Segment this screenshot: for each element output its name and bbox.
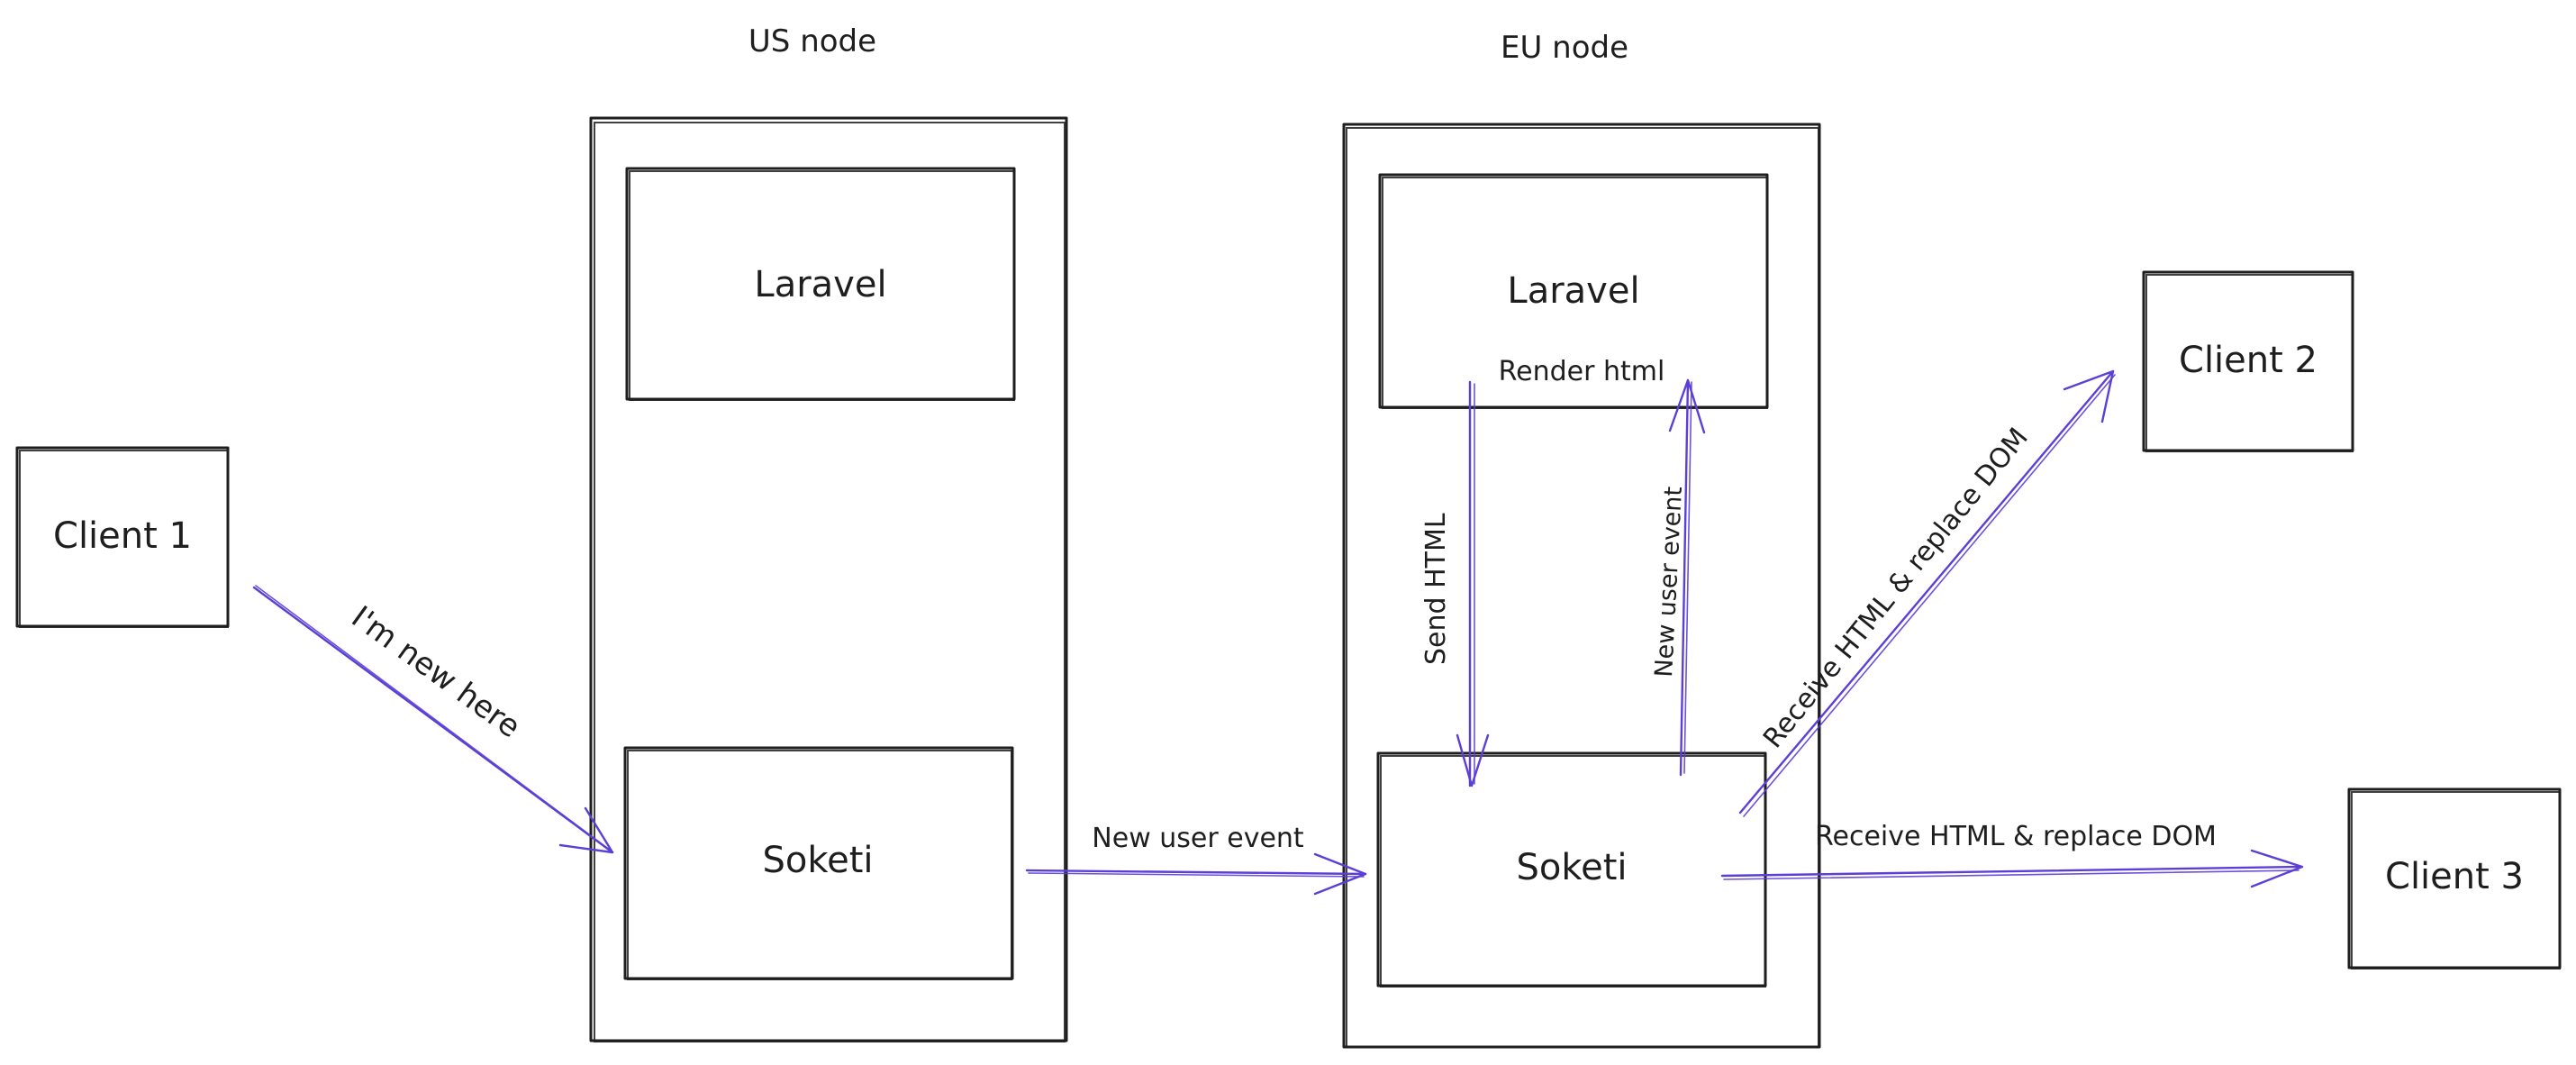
us-soketi-label: Soketi xyxy=(762,840,873,881)
edge-label-send-html: Send HTML xyxy=(1420,513,1452,665)
us-node-title: US node xyxy=(748,23,876,59)
edge-label-render-html: Render html xyxy=(1499,356,1665,387)
arrow-eu-new-user-event: New user event xyxy=(1650,378,1706,777)
eu-node-title: EU node xyxy=(1501,30,1628,66)
eu-laravel-box: Laravel xyxy=(1378,173,1769,409)
eu-soketi-box: Soketi xyxy=(1376,751,1767,988)
client-2-label: Client 2 xyxy=(2179,340,2317,381)
arrow-to-client3: Receive HTML & replace DOM xyxy=(1720,821,2304,888)
eu-laravel-label: Laravel xyxy=(1507,270,1639,312)
arrow-send-html: Send HTML xyxy=(1420,380,1490,787)
us-soketi-box: Soketi xyxy=(623,746,1014,980)
client-3-label: Client 3 xyxy=(2385,856,2524,897)
edge-label-new-user-event: New user event xyxy=(1092,823,1304,854)
us-laravel-label: Laravel xyxy=(754,264,886,305)
edge-label-receive-html-client2: Receive HTML & replace DOM xyxy=(1757,422,2035,754)
eu-node xyxy=(1342,123,1821,1049)
arrow-us-soketi-to-eu-soketi: New user event xyxy=(1025,823,1367,896)
eu-soketi-label: Soketi xyxy=(1516,847,1627,888)
us-laravel-box: Laravel xyxy=(625,167,1016,401)
client-3-box: Client 3 xyxy=(2347,787,2562,969)
arrow-client1-to-us-soketi: I'm new here xyxy=(252,585,614,854)
client-1-box: Client 1 xyxy=(15,446,230,628)
client-1-label: Client 1 xyxy=(53,515,192,557)
client-2-box: Client 2 xyxy=(2142,270,2354,452)
us-node xyxy=(589,116,1068,1042)
edge-label-receive-html-client3: Receive HTML & replace DOM xyxy=(1815,821,2217,852)
arrow-to-client2: Receive HTML & replace DOM xyxy=(1738,369,2116,817)
